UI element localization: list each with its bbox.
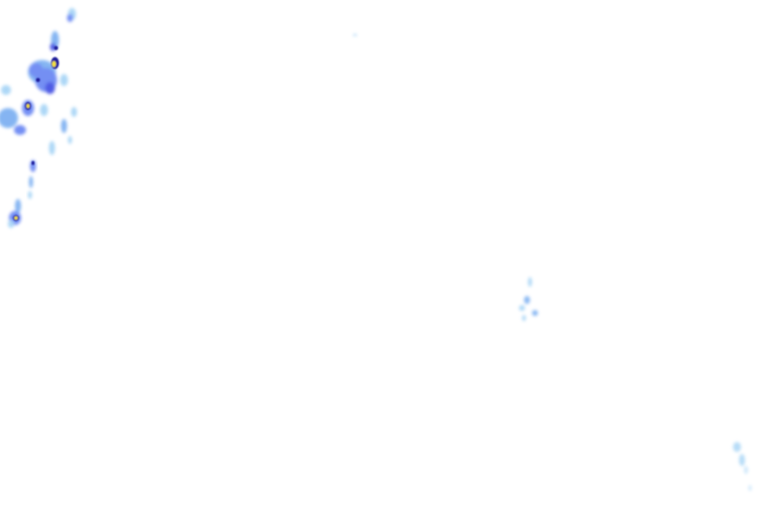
northwest-cluster xyxy=(0,8,77,155)
west-band xyxy=(28,160,36,199)
southeast-fragments xyxy=(733,442,752,491)
central-east-fragments xyxy=(353,34,538,321)
southwest-cell xyxy=(8,199,21,228)
